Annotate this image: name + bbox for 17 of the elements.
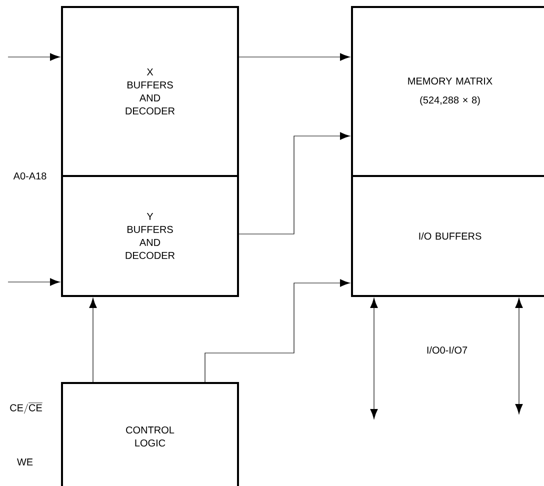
signal-label: $\text{CE}/\overline{\text{CE}}$ [10,402,42,414]
block-box: CONTROL LOGIC [61,382,239,486]
signal-label: WE [17,458,33,466]
arrow [515,298,523,414]
block-box: MEMORY MATRIX (524,288 × 8) [351,6,544,177]
block-box: I/O BUFFERS [351,175,544,297]
block-box: X BUFFERS AND DECODER [61,6,239,177]
arrow [238,132,350,234]
arrow [89,298,97,382]
block-box: Y BUFFERS AND DECODER [61,175,239,297]
signal-label: A0-A18 [13,172,46,180]
arrow [8,278,60,286]
arrow [8,53,60,61]
arrow [238,53,350,61]
signal-label: I/O0-I/O7 [427,346,468,354]
arrow [204,279,350,382]
arrow [370,298,378,420]
